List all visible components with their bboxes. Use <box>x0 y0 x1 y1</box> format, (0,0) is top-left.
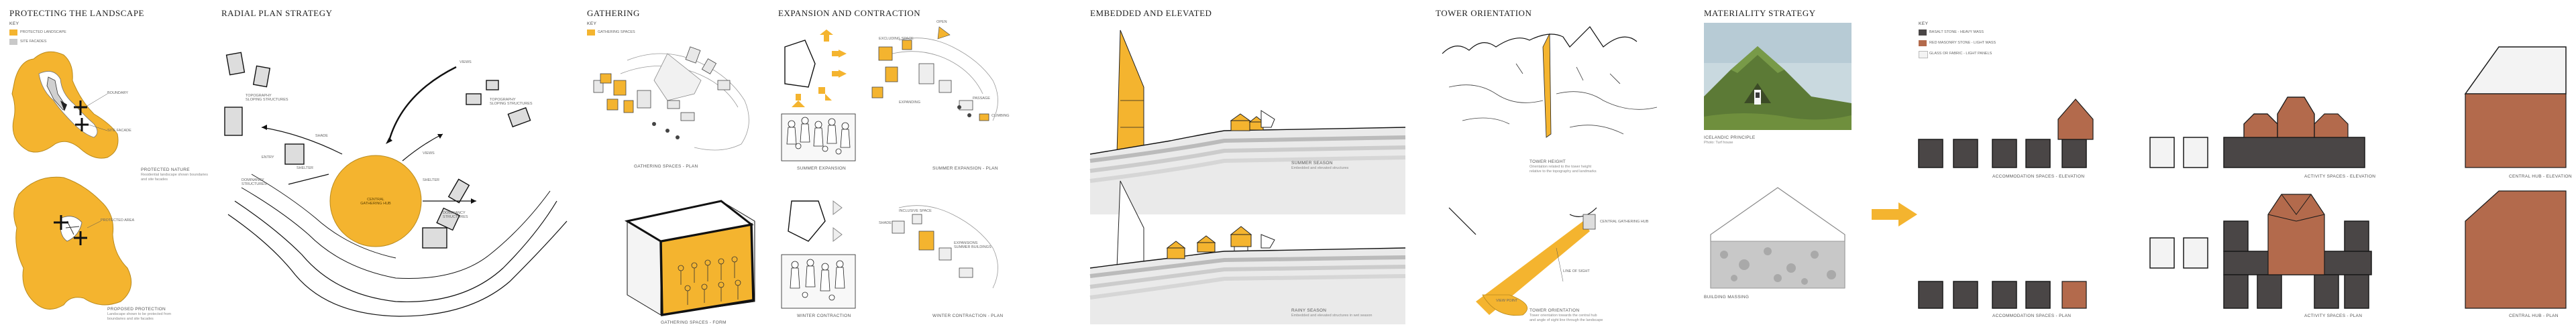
panel-title: Gathering <box>587 8 640 18</box>
panel-title: Radial Plan Strategy <box>221 8 333 18</box>
label-expanding: EXPANDING <box>899 101 920 105</box>
panel-gathering: Gathering KEY Gathering spaces <box>587 0 768 325</box>
annotation-site: SITE FACADE <box>107 129 131 133</box>
subcaption-icelandic-principle: Photo: Turf house <box>1704 141 1733 145</box>
panel-expansion-contraction: Expansion and Contraction <box>778 0 1046 324</box>
label-open: OPEN <box>936 20 947 24</box>
caption-central-elevation: Central hub - elevation <box>2509 174 2572 179</box>
tower-sketches <box>1442 26 1658 316</box>
label-view-point: VIEW POINT <box>1496 299 1518 303</box>
key-label-rust: Red masonry stone - light mass <box>1929 41 1996 45</box>
key-title: KEY <box>9 21 19 26</box>
key-swatch-protected <box>9 29 17 36</box>
activity-elevation <box>2149 96 2372 309</box>
subcaption-tower-height: Orientation related to the tower height … <box>1529 165 1597 174</box>
label-line-of-sight: LINE OF SIGHT <box>1563 269 1590 273</box>
panel-title: Protecting the Landscape <box>9 8 144 18</box>
label-dominancy-2: DOMINANCY STRUCTURES <box>443 211 468 219</box>
label-excluding: EXCLUDING SPACE <box>879 37 914 41</box>
expansion-diagrams <box>781 26 998 309</box>
annotation-boundary: BOUNDARY <box>107 91 129 95</box>
key-swatch-glass <box>1919 51 1928 58</box>
label-passage: PASSAGE <box>973 96 990 101</box>
central-hub-drawings <box>2464 46 2567 309</box>
panel-accommodation-materiality: KEY Basalt stone - heavy mass Red masonr… <box>1918 0 2140 324</box>
key-label-glass: Glass or fabric - light panels <box>1929 52 1992 56</box>
caption-proposed-protection: Proposed protection <box>107 307 166 312</box>
panel-tower-orientation: Tower Orientation Tower height Orientati… <box>1436 0 1684 324</box>
annotation-protected-area: PROTECTED AREA <box>101 218 135 222</box>
subcaption-protected-nature: Residential landscape shown boundaries a… <box>141 173 208 182</box>
label-central-hub: CENTRAL GATHERING HUB <box>360 198 391 206</box>
label-shade: SHADE <box>879 221 892 225</box>
caption-winter-plan: Winter contraction - plan <box>932 314 1004 318</box>
key-swatch-site <box>9 39 17 45</box>
section-summer <box>1089 29 1406 324</box>
label-dominancy-1: DOMINANCY STRUCTURES <box>241 178 267 186</box>
panel-materiality: Materiality Strategy Icelandic principle… <box>1704 0 1878 324</box>
label-expansions: EXPANSIONS SUMMER BUILDINGS <box>954 241 991 249</box>
caption-accommodation-plan: Accommodation spaces - plan <box>1992 314 2072 318</box>
label-shelter-1: SHELTER <box>297 166 313 170</box>
subcaption-rainy-season: Embedded and elevated structures in wet … <box>1291 314 1373 318</box>
caption-activity-plan: Activity spaces - plan <box>2304 314 2363 318</box>
panel-title: Materiality Strategy <box>1704 8 1816 18</box>
caption-icelandic-principle: Icelandic principle <box>1704 135 1756 140</box>
key-swatch-stone <box>1919 29 1927 36</box>
panel-title: Expansion and Contraction <box>778 8 921 18</box>
label-views-2: VIEWS <box>423 151 435 155</box>
panel-radial-plan: Radial Plan Strategy TOPOGRAPHY SLOPING … <box>221 0 570 324</box>
key-swatch-rust <box>1919 40 1927 46</box>
caption-summer-plan: Summer expansion - plan <box>932 166 998 171</box>
radial-plan-diagram <box>224 52 568 317</box>
caption-rainy-season: Rainy season <box>1291 308 1327 313</box>
panel-protecting-landscape: Protecting the Landscape KEY Protected l… <box>0 0 215 324</box>
key-swatch-gathering <box>587 29 595 36</box>
panel-activity-spaces: Activity spaces - elevation Activity spa… <box>2149 0 2378 324</box>
subcaption-proposed-protection: Landscape shown to be protected from bou… <box>107 312 172 321</box>
label-topography-1: TOPOGRAPHY SLOPING STRUCTURES <box>246 94 288 102</box>
key-label-protected: Protected landscape <box>20 30 66 34</box>
caption-winter-contraction: Winter contraction <box>797 314 851 318</box>
label-inclusive: INCLUSIVE SPACE <box>899 209 932 213</box>
caption-gathering-form: Gathering spaces - form <box>661 320 727 325</box>
key-label-site: Site Facades <box>20 40 47 44</box>
arrow-icon <box>1872 202 1917 226</box>
caption-summer-season: Summer season <box>1291 161 1333 166</box>
caption-accommodation-elevation: Accommodation spaces - elevation <box>1992 174 2085 179</box>
caption-gathering-plan: Gathering spaces - plan <box>634 164 698 169</box>
key-title: KEY <box>1919 21 1929 26</box>
subcaption-tower-orientation: Tower orientation towards the central hu… <box>1529 314 1603 322</box>
label-climbing: CLIMBING <box>991 114 1010 118</box>
accommodation-elevation <box>1918 99 2094 309</box>
caption-tower-height: Tower height <box>1529 159 1566 164</box>
landscape-map-top <box>11 51 119 159</box>
panel-embedded-elevated: Embedded and Elevated Summer season Embe… <box>1089 0 1406 324</box>
caption-protected-nature: Protected nature <box>141 168 190 172</box>
caption-tower-orientation: Tower orientation <box>1529 308 1580 313</box>
key-label-gathering: Gathering spaces <box>598 30 635 34</box>
landscape-map-bottom <box>13 176 132 310</box>
label-entry: ENTRY <box>262 155 274 159</box>
label-central-hub: CENTRAL GATHERING HUB <box>1600 220 1649 224</box>
key-label-stone: Basalt stone - heavy mass <box>1929 30 1984 34</box>
label-views-1: VIEWS <box>460 60 472 64</box>
panel-title: Embedded and Elevated <box>1090 8 1212 18</box>
subcaption-summer-season: Embedded and elevated structures <box>1291 166 1349 170</box>
turf-house-photo <box>1704 23 1851 130</box>
caption-activity-elevation: Activity spaces - elevation <box>2304 174 2376 179</box>
caption-building-massing: Building massing <box>1704 295 1750 300</box>
label-shade: SHADE <box>315 134 328 138</box>
building-massing <box>1710 187 1845 289</box>
panel-central-hub: Central hub - elevation Central hub - pl… <box>2462 0 2576 324</box>
label-shelter-2: SHELTER <box>423 178 439 182</box>
caption-central-plan: Central hub - plan <box>2509 314 2559 318</box>
caption-summer-expansion: Summer expansion <box>797 166 846 171</box>
key-title: KEY <box>587 21 597 26</box>
panel-title: Tower Orientation <box>1436 8 1532 18</box>
label-topography-2: TOPOGRAPHY SLOPING STRUCTURES <box>490 98 533 106</box>
gathering-plan <box>593 46 755 317</box>
